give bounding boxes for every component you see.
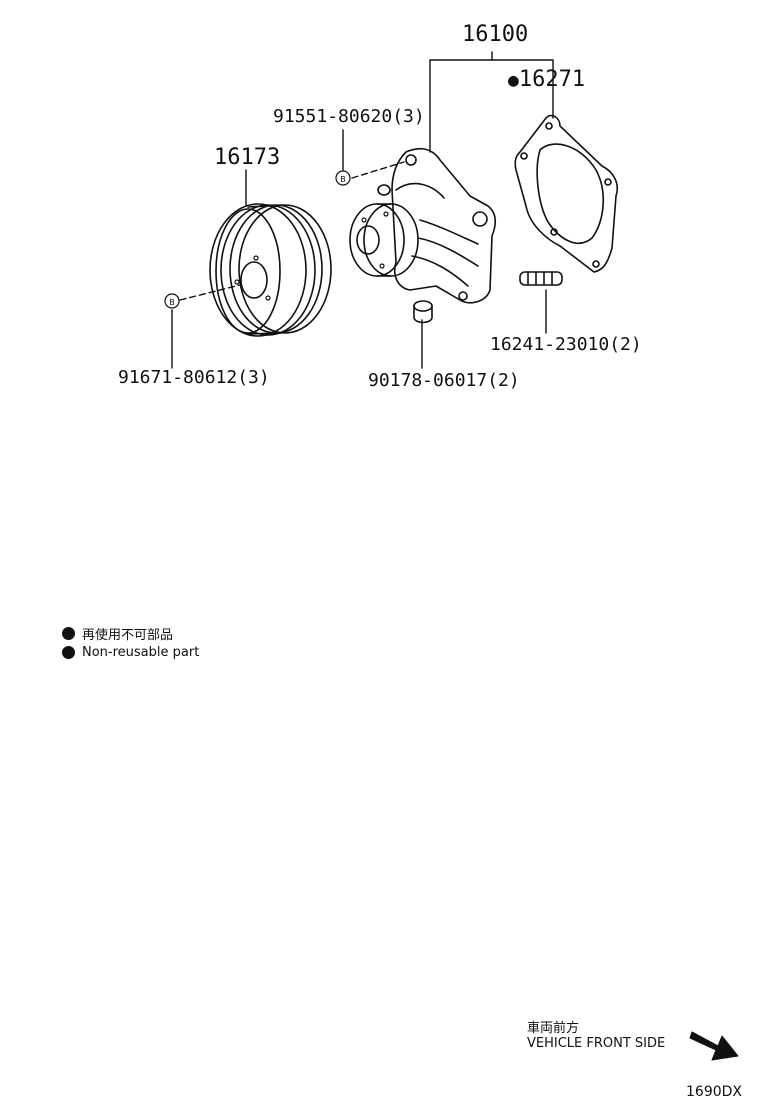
- bolt-marker-pulley: B: [164, 293, 180, 309]
- bolt-marker-upper: B: [335, 170, 351, 186]
- legend-text-en: Non-reusable part: [82, 645, 200, 660]
- gasket-drawing: [514, 114, 618, 273]
- diagram-code: 1690DX: [686, 1084, 742, 1100]
- legend-text-jp: 再使用不可部品: [82, 628, 174, 643]
- vehicle-front-arrow-icon: [689, 1031, 739, 1061]
- pulley-drawing: [209, 203, 332, 337]
- non-reusable-marker-icon: ●: [508, 70, 519, 91]
- label-gasket-number: 16271: [518, 67, 586, 92]
- legend-item-en: Non-reusable part: [62, 645, 199, 660]
- bolt-marker-upper-glyph: B: [340, 175, 346, 184]
- label-bolt-91671: 91671-80612(3): [118, 367, 270, 388]
- vehicle-front-en: VEHICLE FRONT SIDE: [527, 1036, 666, 1051]
- non-reusable-dot-icon: [62, 627, 75, 640]
- label-nut-90178: 90178-06017(2): [368, 370, 520, 391]
- label-bolt-91551: 91551-80620(3): [273, 106, 425, 127]
- nut-drawing: [413, 300, 433, 324]
- bolt-marker-pulley-glyph: B: [169, 298, 175, 307]
- non-reusable-dot-icon: [62, 646, 75, 659]
- legend-item-jp: 再使用不可部品: [62, 624, 173, 643]
- vehicle-front-jp: 車両前方: [527, 1021, 580, 1036]
- label-stud-16241: 16241-23010(2): [490, 334, 642, 355]
- label-gasket-16271: ●16271: [508, 67, 585, 92]
- stud-drawing: [519, 271, 563, 286]
- water-pump-drawing: [349, 147, 497, 304]
- leader-lines: [171, 51, 554, 369]
- label-pulley-16173: 16173: [214, 145, 281, 170]
- label-assembly-16100: 16100: [462, 22, 529, 47]
